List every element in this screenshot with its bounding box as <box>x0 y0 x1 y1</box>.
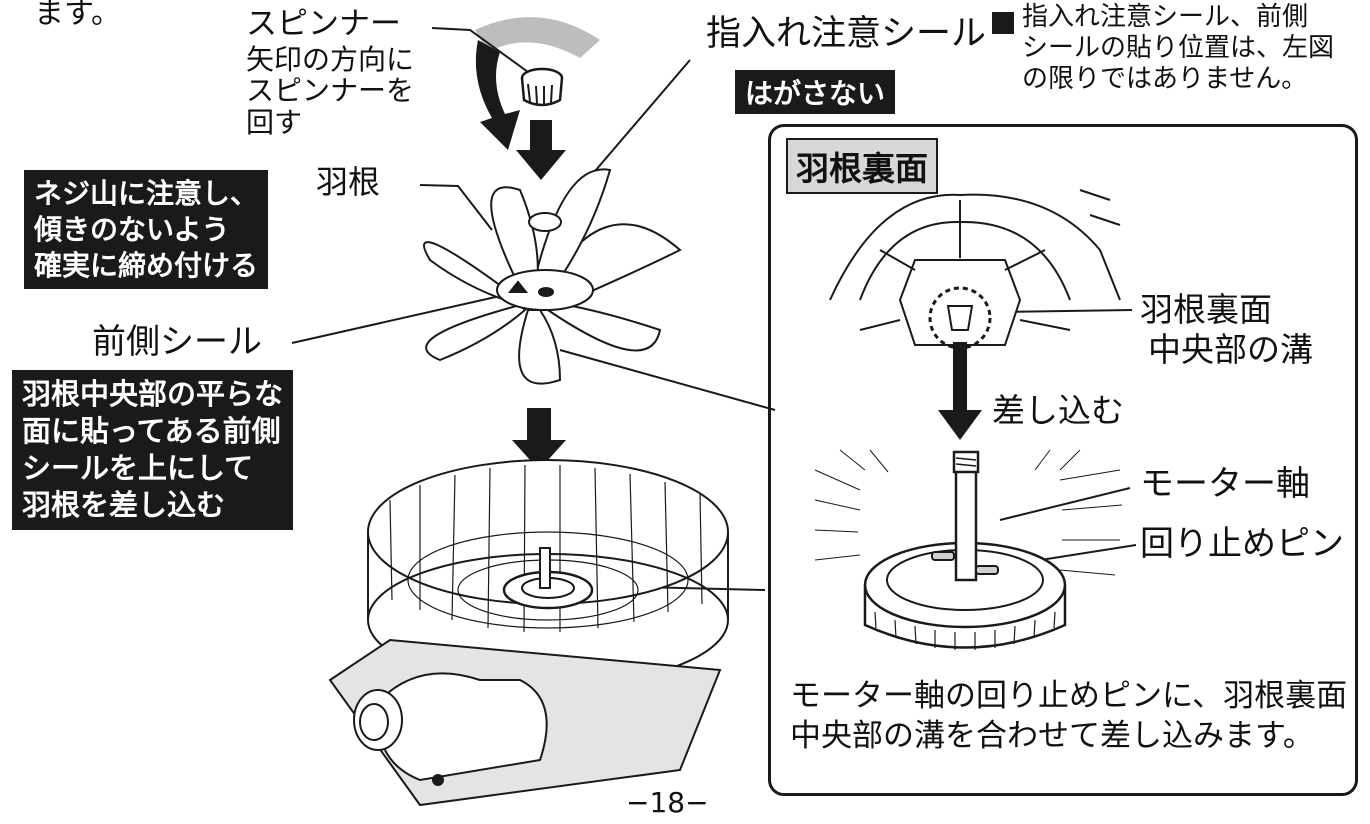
caution-seal-label: 指入れ注意シール <box>706 14 987 54</box>
front-seal-label: 前側シール <box>92 322 262 362</box>
spinner-instruction-line: スピンナーを <box>246 74 415 108</box>
down-arrow-spinner <box>516 120 566 180</box>
tighten-instruction-box: ネジ山に注意し、 傾きのないよう 確実に締め付ける <box>24 170 269 290</box>
tighten-line: 傾きのないよう <box>34 212 230 246</box>
blade-back-inset-frame <box>768 124 1358 796</box>
rotation-arrow-band <box>475 17 600 58</box>
groove-label-line: 羽根裏面 <box>1140 290 1272 329</box>
caption-line: モーター軸の回り止めピンに、羽根裏面 <box>790 678 1348 714</box>
spinner-label: スピンナー <box>246 6 401 42</box>
do-not-peel-badge: はがさない <box>735 70 896 114</box>
insert-line: 羽根中央部の平らな <box>22 377 284 411</box>
insert-line: 羽根を差し込む <box>22 488 226 523</box>
note-line: シールの貼り位置は、左図 <box>1022 33 1335 64</box>
intro-fragment: ます。 <box>34 0 121 31</box>
stopper-pin-label: 回り止めピン <box>1140 524 1344 564</box>
blade-label: 羽根 <box>316 163 381 201</box>
fan-blade-icon <box>423 168 682 385</box>
motor-base-icon <box>328 638 722 807</box>
blade-back-icon <box>829 189 1121 350</box>
spinner-instruction-line: 回す <box>246 105 303 139</box>
insert-blade-instruction-box: 羽根中央部の平らな 面に貼ってある前側 シールを上にして 羽根を差し込む <box>12 370 294 531</box>
note-bullet-icon <box>992 12 1014 34</box>
down-arrow-blade <box>512 408 566 470</box>
groove-label: 羽根裏面 中央部の溝 <box>1140 290 1313 369</box>
inset-caption: モーター軸の回り止めピンに、羽根裏面 中央部の溝を合わせて差し込みます。 <box>790 676 1347 757</box>
motor-shaft-icon <box>814 449 1123 650</box>
inset-title: 羽根裏面 <box>786 138 938 194</box>
tighten-line: ネジ山に注意し、 <box>34 177 259 210</box>
insert-line: 面に貼ってある前側 <box>22 414 281 449</box>
insert-line: シールを上にして <box>22 451 254 486</box>
spinner-instruction-line: 矢印の方向に <box>246 43 415 76</box>
groove-label-line: 中央部の溝 <box>1148 329 1313 369</box>
down-arrow-insert <box>938 342 982 440</box>
spinner-icon <box>520 67 564 107</box>
motor-shaft-label: モーター軸 <box>1140 464 1310 504</box>
seal-position-note: 指入れ注意シール、前側 シールの貼り位置は、左図 の限りではありません。 <box>1022 2 1334 96</box>
rotation-arrow <box>475 40 520 150</box>
fan-guard-icon <box>367 459 729 687</box>
spinner-instruction: 矢印の方向に スピンナーを 回す <box>246 44 414 138</box>
caption-line: 中央部の溝を合わせて差し込みます。 <box>790 718 1314 755</box>
note-line: の限りではありません。 <box>1022 64 1308 95</box>
page-number: −18− <box>626 786 709 819</box>
tighten-line: 確実に締め付ける <box>34 248 259 282</box>
insert-label: 差し込む <box>992 391 1124 430</box>
note-line: 指入れ注意シール、前側 <box>1022 2 1309 32</box>
